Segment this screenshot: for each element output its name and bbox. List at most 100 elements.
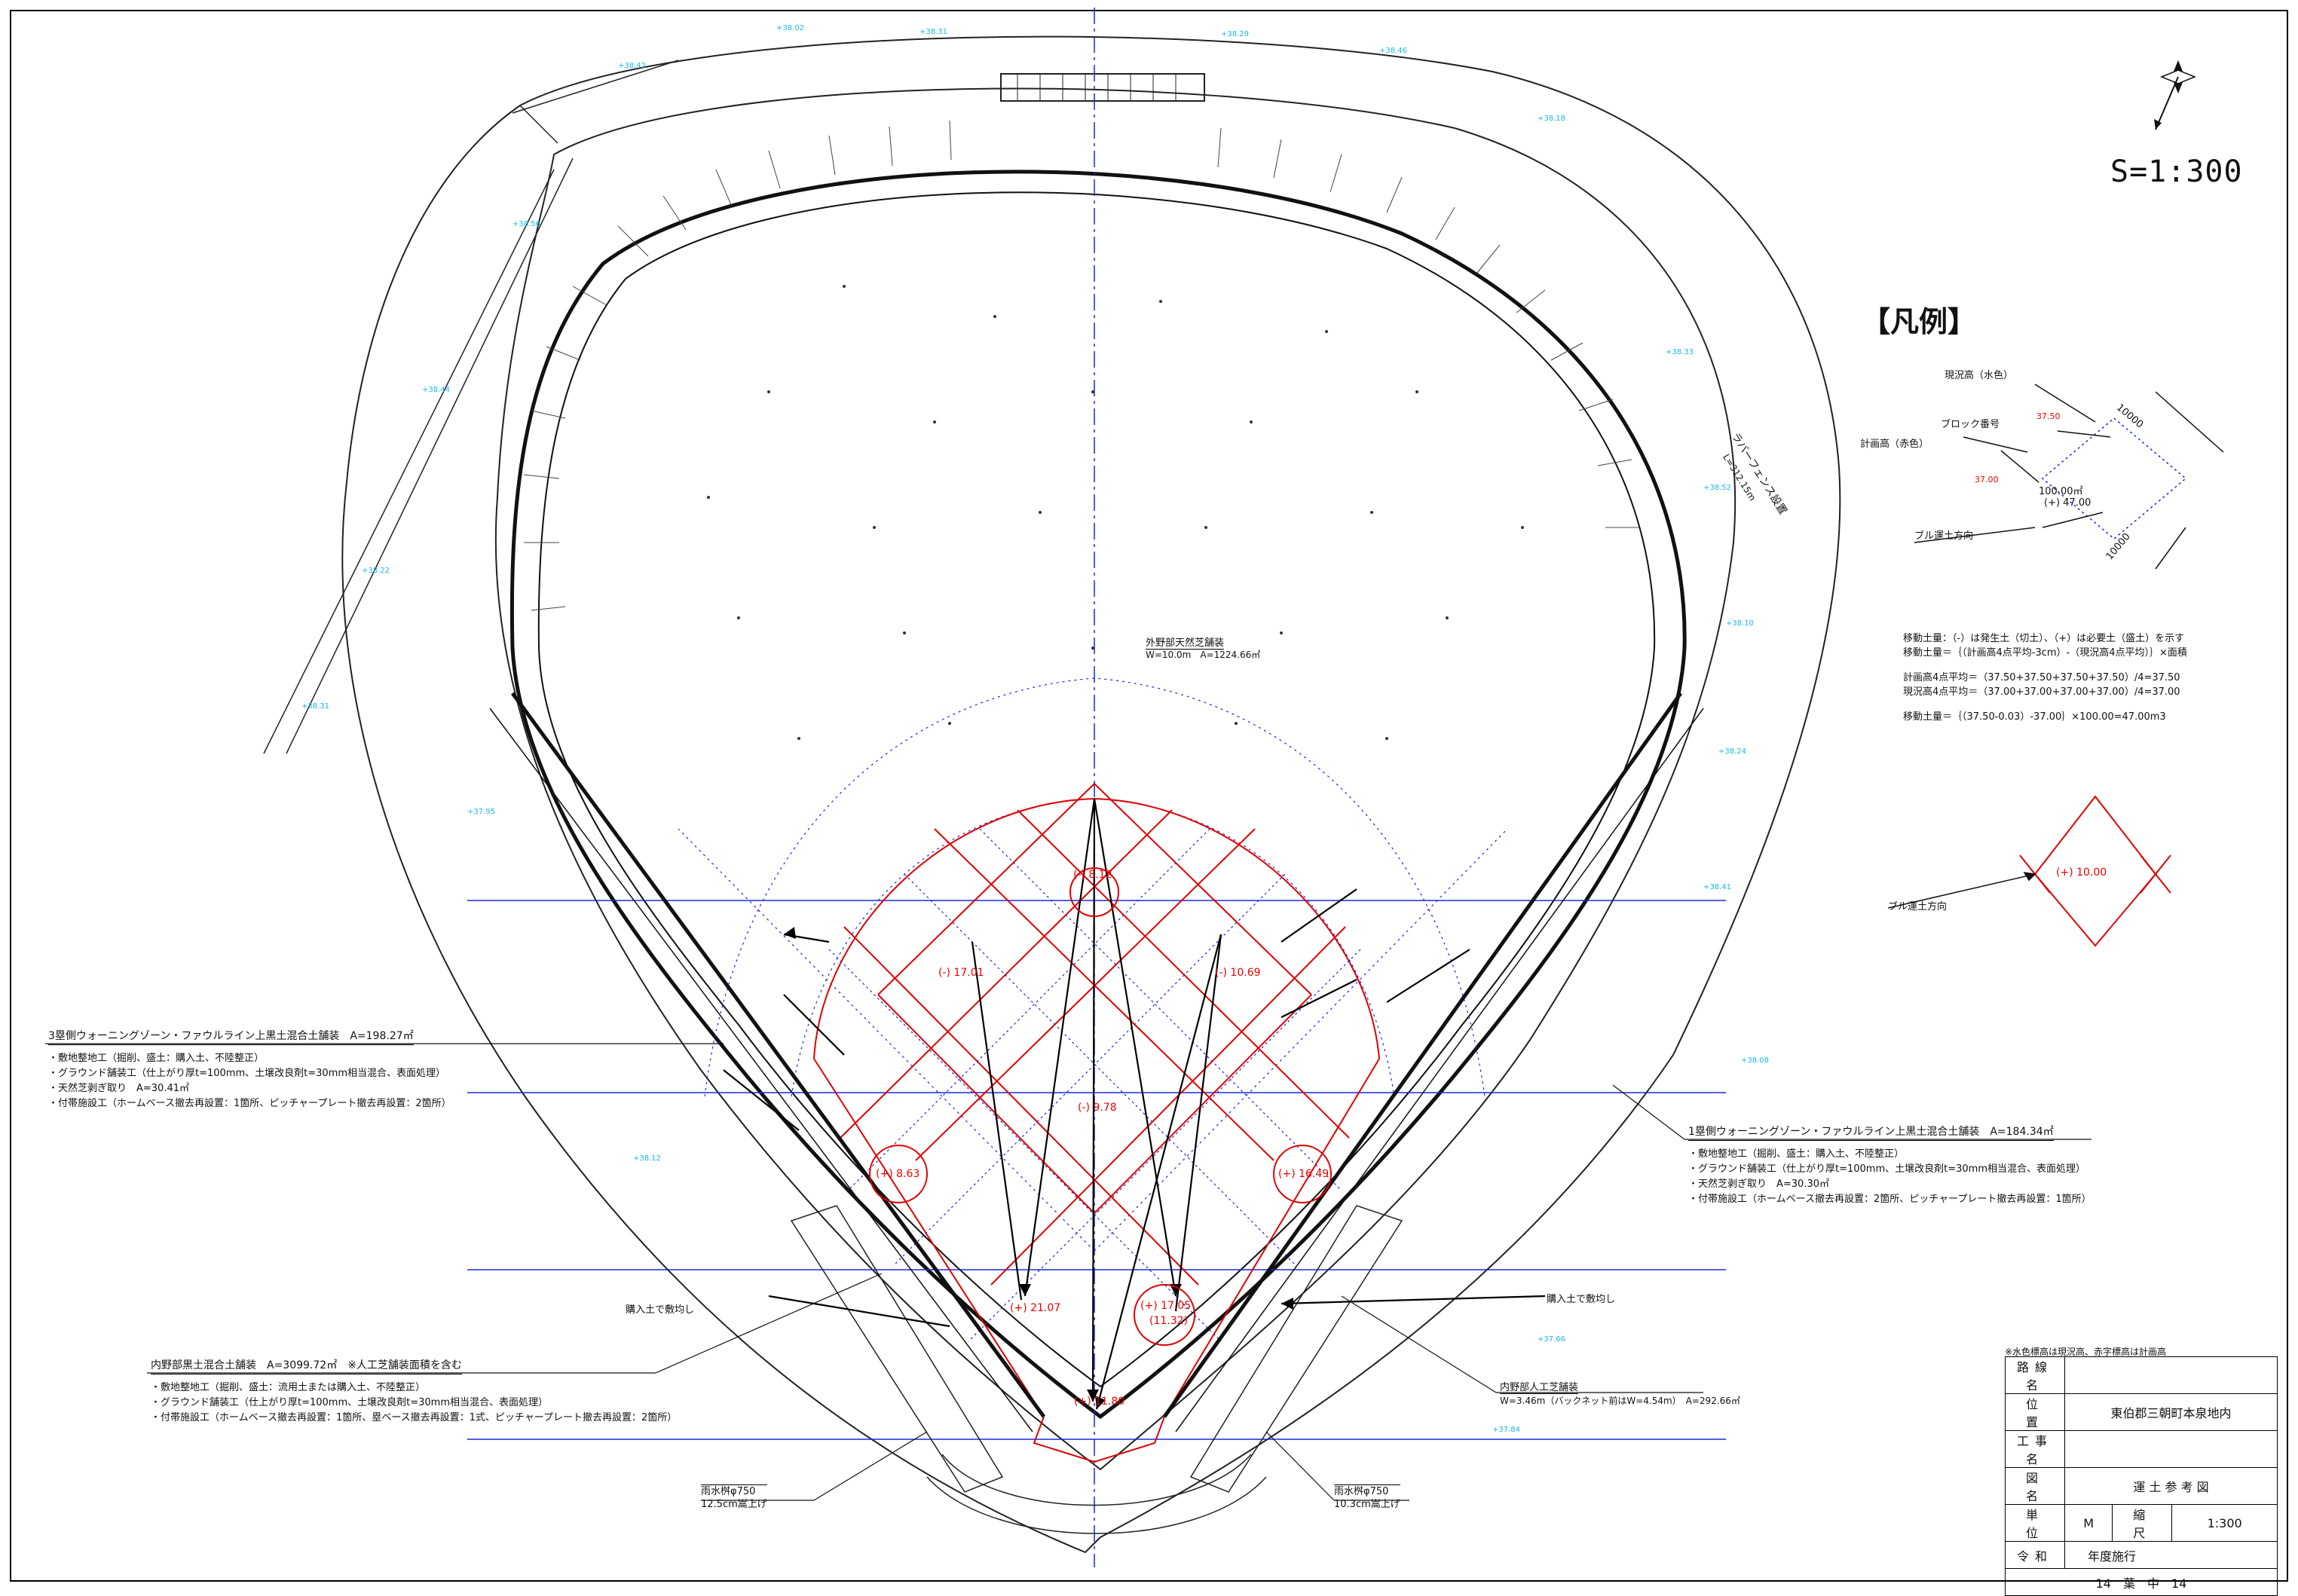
stand-outer: [494, 87, 1737, 1471]
block-circles: [869, 867, 1332, 1346]
formula-line: 移動土量＝｛（37.50-0.03）-37.00｝×100.00=47.00m3: [1903, 711, 2166, 723]
unit-value: M: [2064, 1504, 2113, 1542]
route-value: [2064, 1356, 2278, 1394]
infield-turf-spec: W=3.46m（バックネット前はW=4.54m） A=292.66㎡: [1500, 1396, 1740, 1406]
mound-value: (+) 17.05: [1140, 1300, 1192, 1312]
title-row-work: 工事名: [2005, 1430, 2278, 1468]
legend-sample-planned: 37.50: [2036, 411, 2061, 421]
legend-sample-value: (+) 47.00: [2044, 497, 2091, 509]
dugouts: [790, 1205, 1403, 1534]
scale-label: 縮 尺: [2112, 1504, 2173, 1542]
infield-note: 内野部黒土混合土舗装 A=3099.72㎡ ※人工芝舗装面積を含む ・敷地整地工…: [151, 1358, 677, 1426]
second-base-value: (-) 9.78: [1078, 1102, 1117, 1114]
svg-text:+38.18: +38.18: [1538, 115, 1565, 123]
drawing-label: 図 名: [2005, 1467, 2065, 1505]
legend-sample-area: 100.00㎡: [2039, 486, 2083, 497]
svg-text:+38.24: +38.24: [1718, 748, 1746, 756]
svg-text:+38.42: +38.42: [618, 62, 646, 70]
svg-text:+38.29: +38.29: [1221, 30, 1249, 38]
left-block-value: (-) 17.01: [938, 967, 984, 979]
svg-text:+38.08: +38.08: [1741, 1056, 1769, 1065]
outfield-title: 外野部天然芝舗装: [1146, 634, 1225, 650]
outer-bank-outline: [341, 35, 1841, 1554]
svg-text:+38.41: +38.41: [1703, 883, 1731, 891]
first-base-note-head: 1塁側ウォーニングゾーン・ファウルライン上黒土混合土舗装 A=184.34㎡: [1688, 1124, 2054, 1141]
legend-sample-current: 37.00: [1975, 475, 1999, 485]
first-base-note-item: ・敷地整地工（掘削、盛土：購入土、不陸整正）: [1688, 1148, 1905, 1160]
foul-lines: [510, 692, 1683, 1418]
first-base-note-item: ・付帯施設工（ホームベース撤去再設置：2箇所、ピッチャープレート撤去再設置：1箇…: [1688, 1194, 2091, 1205]
era-value: 年度施行: [2064, 1541, 2278, 1569]
title-block-note: ※水色標高は現況高、赤字標高は計画高: [2005, 1347, 2167, 1357]
legend-current-elevation-label: 現況高（水色）: [1945, 370, 2014, 381]
lower-block-value: (+) 21.07: [1010, 1302, 1061, 1314]
infield-note-item: ・付帯施設工（ホームベース撤去再設置：1箇所、塁ベース撤去再設置：1式、ピッチャ…: [151, 1412, 678, 1423]
location-value: 東伯郡三朝町本泉地内: [2064, 1393, 2278, 1431]
first-base-note-item: ・天然芝剥ぎ取り A=30.30㎡: [1688, 1179, 1830, 1190]
stand-hatching: [523, 120, 1639, 611]
legend-bulldozer-direction-label: ブル運土方向: [1914, 530, 1974, 542]
svg-text:+38.02: +38.02: [776, 24, 804, 32]
drawing-value: 運 土 参 考 図: [2064, 1467, 2278, 1505]
rain-basin-right-line1: 雨水桝φ750: [1334, 1486, 1389, 1497]
infield-turf-title: 内野部人工芝舗装: [1500, 1379, 1579, 1394]
title-row-sheet: 14 葉 中 14: [2005, 1568, 2278, 1596]
leader-lines: [45, 1043, 2091, 1501]
rain-basin-left-line1: 雨水桝φ750: [701, 1486, 756, 1497]
first-base-note-item: ・グラウンド舗装工（仕上がり厚t=100mm、土壌改良剤t=30mm相当混合、表…: [1688, 1163, 2085, 1175]
third-base-note-item: ・付帯施設工（ホームベース撤去再設置：1箇所、ピッチャープレート撤去再設置：2箇…: [48, 1098, 451, 1109]
third-base-note-item: ・天然芝剥ぎ取り A=30.41㎡: [48, 1083, 190, 1094]
infield-note-item: ・グラウンド舗装工（仕上がり厚t=100mm、土壌改良剤t=30mm相当混合、表…: [151, 1397, 548, 1408]
svg-text:+38.56: +38.56: [513, 220, 540, 228]
left-access-path: [263, 60, 679, 754]
outfield-fence: [537, 191, 1656, 1388]
svg-text:+38.12: +38.12: [633, 1154, 661, 1163]
formula-line: 現況高4点平均＝（37.00+37.00+37.00+37.00）/4=37.0…: [1903, 686, 2180, 698]
svg-text:+38.44: +38.44: [422, 386, 450, 394]
rain-basin-right-line2: 10.3cm嵩上げ: [1334, 1499, 1400, 1510]
title-block: 路線名 位 置 東伯郡三朝町本泉地内 工事名 図 名 運 土 参 考 図 単 位…: [2005, 1356, 2278, 1596]
svg-text:+37.84: +37.84: [1492, 1426, 1520, 1434]
drawing-scale: S=1:300: [2110, 154, 2243, 189]
legend-title: 【凡例】: [1862, 305, 1977, 338]
buy-soil-left: 購入土で敷均し: [626, 1304, 695, 1316]
outfield-spec: W=10.0m A=1224.66㎡: [1146, 650, 1261, 660]
svg-text:+38.31: +38.31: [301, 702, 329, 711]
route-label: 路線名: [2005, 1356, 2065, 1394]
right-block-value: (-) 10.69: [1215, 967, 1261, 979]
scale-value: 1:300: [2171, 1504, 2278, 1542]
third-base-note: 3塁側ウォーニングゾーン・ファウルライン上黒土混合土舗装 A=198.27㎡ ・…: [48, 1029, 451, 1111]
formula-line: 計画高4点平均＝（37.50+37.50+37.50+37.50）/4=37.5…: [1903, 672, 2180, 683]
rain-basin-left: 雨水桝φ750 12.5cm嵩上げ: [701, 1484, 767, 1511]
svg-text:+37.66: +37.66: [1538, 1335, 1565, 1344]
sheet-border: [10, 10, 2288, 1582]
svg-text:+38.52: +38.52: [1703, 484, 1731, 492]
infield-grid-blue: [828, 828, 1361, 1342]
unit-label: 単 位: [2005, 1504, 2065, 1542]
third-base-note-head: 3塁側ウォーニングゾーン・ファウルライン上黒土混合土舗装 A=198.27㎡: [48, 1029, 414, 1045]
buy-soil-right: 購入土で敷均し: [1547, 1294, 1616, 1305]
arrow-heads: [784, 927, 1293, 1409]
infield-note-head: 内野部黒土混合土舗装 A=3099.72㎡ ※人工芝舗装面積を含む: [151, 1358, 462, 1374]
infield-note-item: ・敷地整地工（掘削、盛土：流用土または購入土、不陸整正）: [151, 1382, 426, 1393]
field-points: [707, 285, 1524, 740]
rain-basin-left-line2: 12.5cm嵩上げ: [701, 1499, 767, 1510]
legend-block-diagram: [1914, 384, 2224, 570]
first-base-note: 1塁側ウォーニングゾーン・ファウルライン上黒土混合土舗装 A=184.34㎡ ・…: [1688, 1124, 2091, 1207]
home-value: (+) 11.80: [1074, 1396, 1125, 1408]
first-base-circle-value: (+) 16.49: [1278, 1168, 1330, 1180]
location-label: 位 置: [2005, 1393, 2065, 1431]
movement-arrows: [723, 798, 1546, 1410]
legend-sample2-direction-label: ブル運土方向: [1888, 901, 1948, 913]
svg-text:+38.46: +38.46: [1379, 47, 1407, 55]
scoreboard: [1000, 73, 1205, 102]
title-row-unit: 単 位 M 縮 尺 1:300: [2005, 1504, 2278, 1542]
rain-basin-right: 雨水桝φ750 10.3cm嵩上げ: [1334, 1484, 1400, 1511]
legend-sample2-value: (+) 10.00: [2056, 867, 2107, 879]
foul-lines-inner: [489, 708, 1704, 1432]
formula-line: 移動土量：（-）は発生土（切土）、（+）は必要土（盛土）を示す: [1903, 633, 2185, 644]
title-row-location: 位 置 東伯郡三朝町本泉地内: [2005, 1393, 2278, 1431]
work-label: 工事名: [2005, 1430, 2065, 1468]
legend-direction-arrow: [1887, 872, 2036, 909]
third-base-note-item: ・敷地整地工（掘削、盛土：購入土、不陸整正）: [48, 1053, 265, 1064]
